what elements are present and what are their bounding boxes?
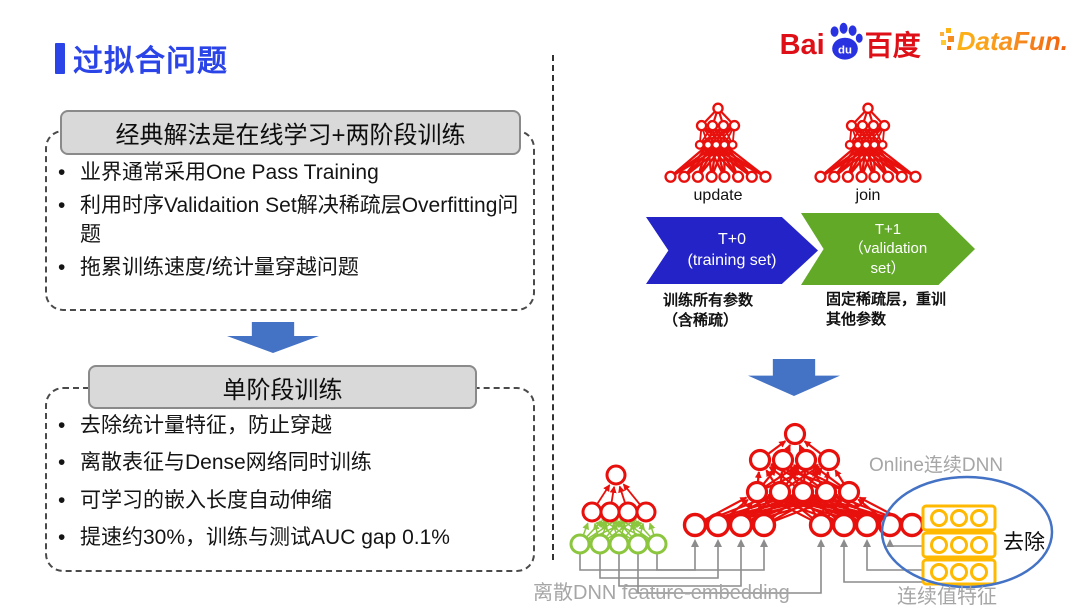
chevron-line: set） xyxy=(870,259,906,277)
update-network-diagram xyxy=(664,102,772,183)
bullet-item: • 提速约30%，训练与测试AUC gap 0.1% xyxy=(58,524,524,552)
continuous-feature-boxes xyxy=(921,504,997,586)
bullet-text: 业界通常采用One Pass Training xyxy=(80,161,379,184)
join-network-diagram xyxy=(814,102,922,183)
down-arrow-icon xyxy=(227,322,319,353)
t0-caption: 训练所有参数 （含稀疏） xyxy=(663,292,754,329)
page-title-text: 过拟合问题 xyxy=(73,45,228,78)
bullet-dot: • xyxy=(58,194,66,218)
bullet-item: • 去除统计量特征，防止穿越 xyxy=(58,412,524,440)
bullet-dot: • xyxy=(58,414,66,437)
t1-caption: 固定稀疏层，重训 其他参数 xyxy=(826,291,947,328)
online-dnn-label: Online连续DNN xyxy=(869,455,1004,476)
chevron-line: (training set) xyxy=(687,251,777,269)
join-label: join xyxy=(855,187,881,204)
baidu-logo: Bai du 百度 xyxy=(780,22,921,60)
chevron-line: T+0 xyxy=(717,230,746,248)
chevron-line: T+1 xyxy=(874,220,902,238)
logo-strip: Bai du 百度 DataFun. xyxy=(780,22,1068,60)
bullet-text: 可学习的嵌入长度自动伸缩 xyxy=(80,488,332,512)
single-stage-network-diagram: Online连续DNN 离散DNN feature-embedding 连续值特… xyxy=(533,420,1080,608)
chevron-line: （validation xyxy=(848,240,928,258)
classic-solution-header: 经典解法是在线学习+两阶段训练 xyxy=(60,110,521,155)
datafun-pixels-icon xyxy=(939,28,954,50)
bullet-text: 去除统计量特征，防止穿越 xyxy=(80,414,332,437)
t1-validation-chevron: T+1 （validation set） xyxy=(801,213,975,285)
bullet-text: 离散表征与Dense网络同时训练 xyxy=(80,451,372,475)
update-label: update xyxy=(693,187,743,204)
bullet-dot: • xyxy=(58,526,66,550)
bullet-dot: • xyxy=(58,161,66,184)
datafun-logo-text: DataFun. xyxy=(956,26,1068,56)
embedding-label: 离散DNN feature-embedding xyxy=(533,582,790,604)
network-diagram-canvas xyxy=(569,422,1054,594)
bullet-dot: • xyxy=(58,488,66,512)
remove-ellipse xyxy=(880,475,1054,589)
page-title: 过拟合问题 xyxy=(55,36,228,80)
bullet-item: • 离散表征与Dense网络同时训练 xyxy=(58,449,524,477)
baidu-logo-latin: Bai xyxy=(779,29,825,61)
bullet-text: 利用时序Validaition Set解决稀疏层Overfitting问题 xyxy=(80,194,519,246)
continuous-feature-label: 连续值特征 xyxy=(897,586,997,608)
classic-solution-bullets: • 业界通常采用One Pass Training • 利用时序Validaitio… xyxy=(58,159,520,287)
bullet-text: 提速约30%，训练与测试AUC gap 0.1% xyxy=(80,526,450,550)
bullet-dot: • xyxy=(58,451,66,475)
t0-training-chevron: T+0 (training set) xyxy=(646,217,818,284)
baidu-logo-cn: 百度 xyxy=(864,30,921,61)
vertical-divider xyxy=(552,55,554,560)
bullet-item: • 业界通常采用One Pass Training xyxy=(58,159,520,187)
feature-connectors xyxy=(579,539,925,594)
svg-text:du: du xyxy=(838,44,852,56)
remove-label: 去除 xyxy=(1003,531,1045,554)
bullet-item: • 可学习的嵌入长度自动伸缩 xyxy=(58,487,524,515)
single-stage-header: 单阶段训练 xyxy=(88,365,477,409)
bullet-text: 拖累训练速度/统计量穿越问题 xyxy=(80,256,359,280)
down-arrow-icon xyxy=(748,359,840,396)
datafun-logo: DataFun. xyxy=(939,26,1068,56)
online-dnn-network xyxy=(682,422,925,538)
single-stage-bullets: • 去除统计量特征，防止穿越 • 离散表征与Dense网络同时训练 • 可学习的嵌入长… xyxy=(58,412,524,561)
discrete-dnn-subnet xyxy=(569,464,668,555)
bullet-item: • 拖累训练速度/统计量穿越问题 xyxy=(58,254,520,282)
bullet-item: • 利用时序Validaition Set解决稀疏层Overfitting问题 xyxy=(58,192,520,249)
baidu-paw-icon: du xyxy=(830,22,863,60)
bullet-dot: • xyxy=(58,256,66,280)
title-accent-bar xyxy=(55,42,65,74)
